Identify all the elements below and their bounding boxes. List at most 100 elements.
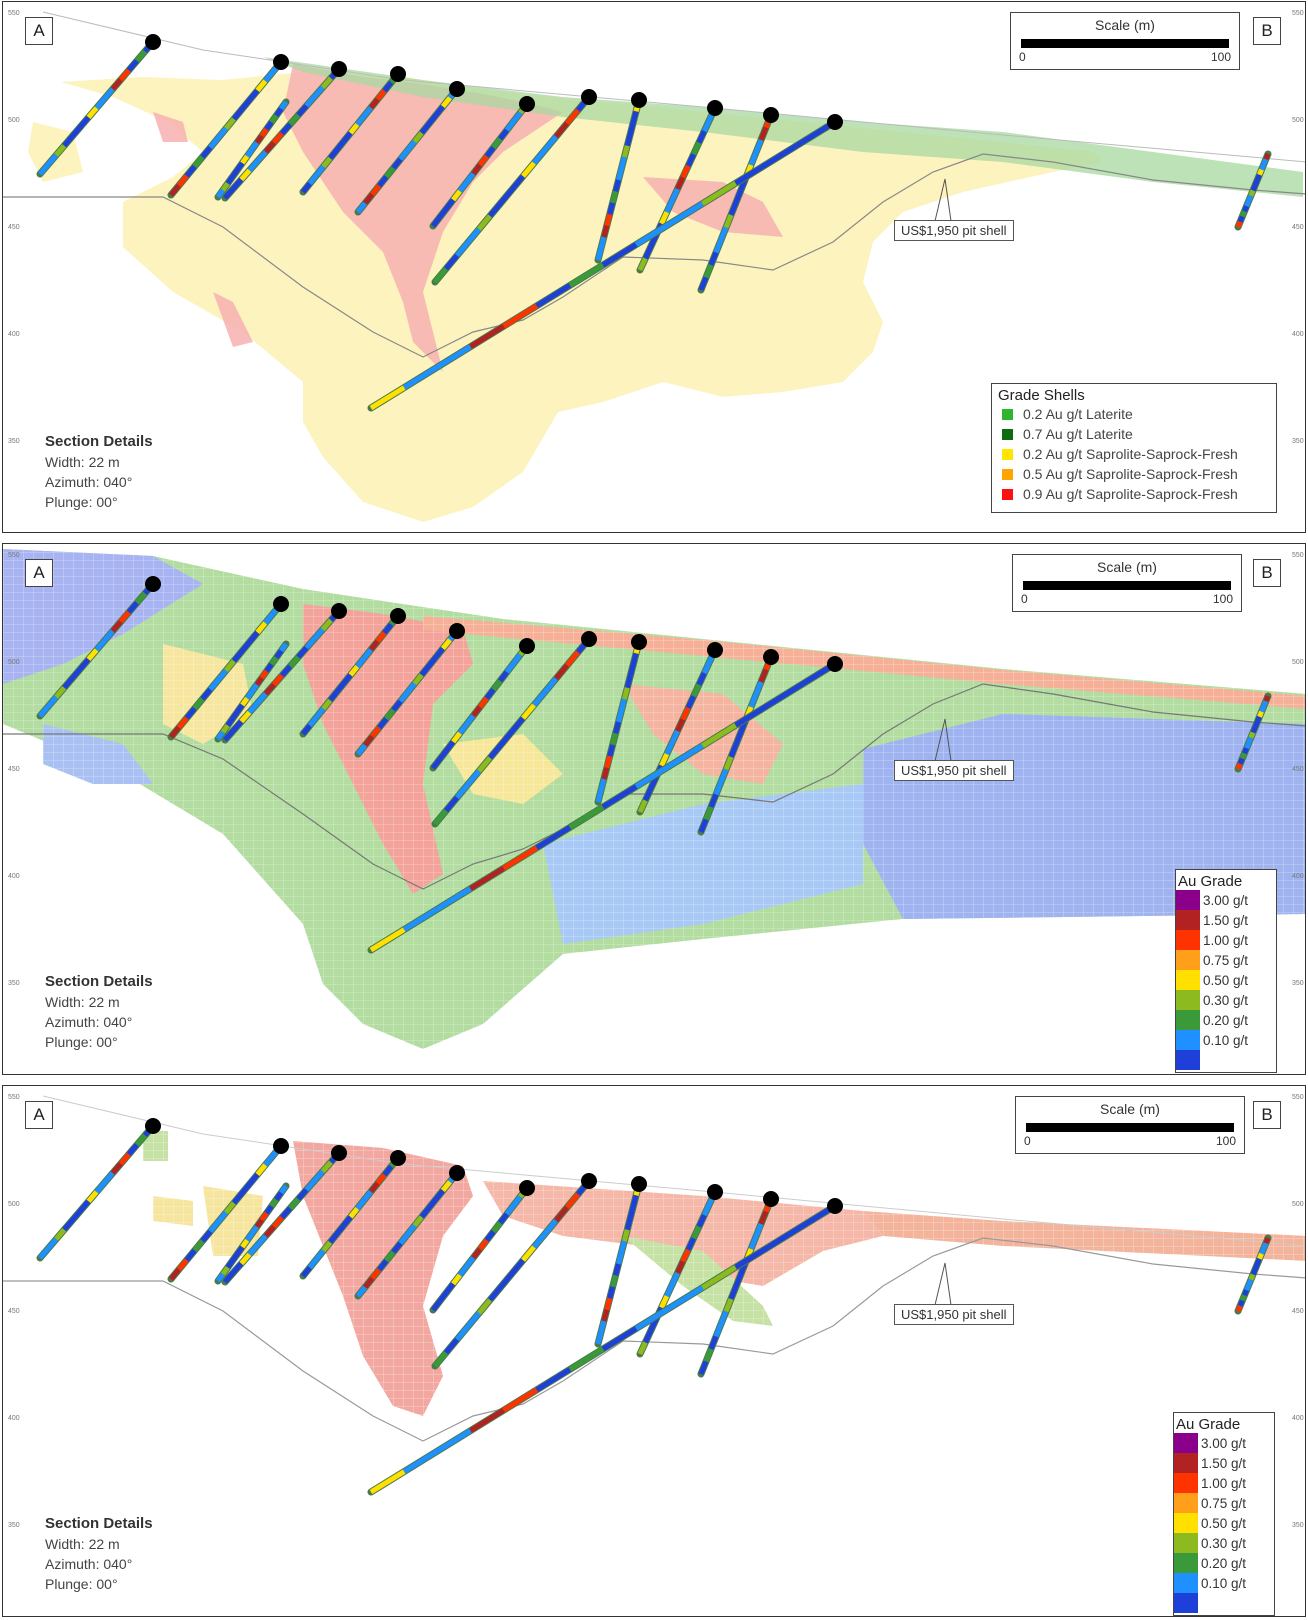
elevation-label: 350	[1292, 1522, 1304, 1529]
drillhole-assay-interval	[391, 1241, 403, 1254]
drillhole-assay-interval	[70, 1209, 83, 1222]
drillhole-assay-interval	[296, 1188, 309, 1201]
drillhole-assay-interval	[680, 706, 691, 721]
drillhole-assay-interval	[616, 709, 624, 723]
drillhole-assay-interval	[469, 1408, 505, 1433]
drillhole	[697, 1191, 779, 1378]
drillhole-assay-interval	[412, 131, 424, 144]
drillhole	[299, 608, 406, 738]
drillhole-assay-interval	[245, 148, 255, 158]
drillhole-assay-interval	[753, 681, 764, 696]
legend-swatch	[1174, 1493, 1198, 1513]
drillhole	[429, 96, 535, 230]
drillhole-assay-interval	[368, 639, 380, 652]
drillhole-assay-interval	[767, 140, 804, 165]
drillhole-assay-interval	[46, 695, 59, 709]
drillhole-assay-interval	[1252, 179, 1260, 187]
drillhole-assay-interval	[664, 199, 675, 214]
legend-swatch	[1174, 1513, 1198, 1533]
drillhole-assay-interval	[239, 710, 252, 724]
drillhole-assay-interval	[110, 78, 123, 91]
drillhole-assay-interval	[621, 687, 630, 700]
au-grade-legend-item: 1.50 g/t	[1176, 910, 1276, 930]
drillhole-assay-interval	[610, 1274, 618, 1288]
drillhole-assay-interval	[402, 907, 439, 932]
drillhole-assay-interval	[601, 242, 638, 268]
drillhole-assay-interval	[263, 69, 276, 83]
drillhole-assay-interval	[1254, 715, 1262, 724]
drillhole-assay-interval	[703, 806, 714, 821]
drillhole-assay-interval	[607, 744, 616, 757]
drillhole-assay-interval	[1263, 153, 1271, 161]
section-azimuth: Azimuth: 040°	[45, 474, 133, 490]
legend-swatch	[1002, 408, 1013, 420]
drillhole-assay-interval	[753, 1223, 764, 1238]
drillhole-assay-interval	[224, 117, 236, 131]
drillhole-assay-interval	[370, 726, 382, 738]
drillhole-assay-interval	[341, 131, 353, 143]
drillhole-assay-interval	[703, 1348, 714, 1363]
drillhole-assay-interval	[691, 141, 702, 156]
drillhole-assay-interval	[259, 127, 269, 138]
collar-marker	[631, 92, 647, 108]
drillhole-assay-interval	[279, 1184, 289, 1195]
drillhole-assay-interval	[200, 687, 213, 701]
scale-line	[1023, 581, 1231, 590]
drillhole-assay-interval	[643, 787, 653, 802]
drillhole-assay-interval	[307, 1257, 319, 1270]
drillhole	[367, 1198, 843, 1496]
drillhole	[367, 656, 843, 954]
drillhole-assay-interval	[696, 1214, 707, 1228]
elevation-label: 550	[1292, 552, 1304, 559]
collar-marker	[390, 66, 406, 82]
drillhole-assay-interval	[621, 1229, 630, 1242]
drillhole-assay-interval	[239, 168, 252, 182]
collar-marker	[331, 61, 347, 77]
drillhole-assay-interval	[718, 1310, 729, 1325]
drillhole-assay-interval	[521, 1245, 536, 1262]
section-details-title: Section Details	[45, 1515, 153, 1532]
drillhole-assay-interval	[94, 638, 107, 652]
drillhole-assay-interval	[535, 825, 572, 850]
collar-marker	[145, 576, 161, 592]
grade-shells-legend-title: Grade Shells	[998, 387, 1085, 404]
drillhole-assay-interval	[215, 730, 225, 741]
drillhole-assay-interval	[767, 1224, 804, 1249]
drillhole	[431, 631, 597, 828]
drillhole-assay-interval	[1244, 741, 1252, 750]
drillhole-assay-interval	[1248, 189, 1256, 197]
drillhole-assay-interval	[70, 125, 83, 138]
drillhole-assay-interval	[54, 1228, 67, 1241]
collar-marker	[763, 107, 779, 123]
drillhole-assay-interval	[1252, 721, 1260, 729]
drillhole-assay-interval	[498, 670, 509, 683]
collar-marker	[273, 54, 289, 70]
drillhole-assay-interval	[543, 1219, 558, 1236]
section-start-label: A	[25, 1101, 53, 1129]
drillhole-assay-interval	[595, 247, 604, 261]
drillhole-assay-interval	[1259, 705, 1267, 713]
legend-label: 0.50 g/t	[1203, 972, 1249, 988]
drillhole-assay-interval	[595, 1331, 604, 1345]
drillhole-assay-interval	[451, 731, 462, 744]
drillhole-assay-interval	[296, 646, 309, 659]
drillhole-assay-interval	[62, 1218, 75, 1232]
drillhole-assay-interval	[38, 1246, 50, 1260]
elevation-label: 400	[1292, 331, 1304, 338]
drillhole-assay-interval	[382, 1164, 394, 1177]
drillhole-assay-interval	[648, 1318, 659, 1332]
scale-max: 100	[1215, 1134, 1236, 1148]
drillhole-assay-interval	[701, 181, 737, 206]
drillhole-assay-interval	[215, 1272, 225, 1283]
drillhole-assay-interval	[604, 213, 613, 227]
drillhole-assay-interval	[491, 137, 503, 150]
drillhole-assay-interval	[307, 715, 319, 728]
drillhole-assay-interval	[451, 189, 462, 202]
drillhole-assay-interval	[216, 668, 228, 682]
drillhole-assay-interval	[255, 692, 268, 705]
drillhole-assay-interval	[510, 174, 525, 192]
drillhole-assay-interval	[437, 749, 449, 761]
drillhole	[594, 92, 647, 264]
drillhole-assay-interval	[457, 180, 469, 193]
legend-swatch	[1176, 950, 1200, 970]
